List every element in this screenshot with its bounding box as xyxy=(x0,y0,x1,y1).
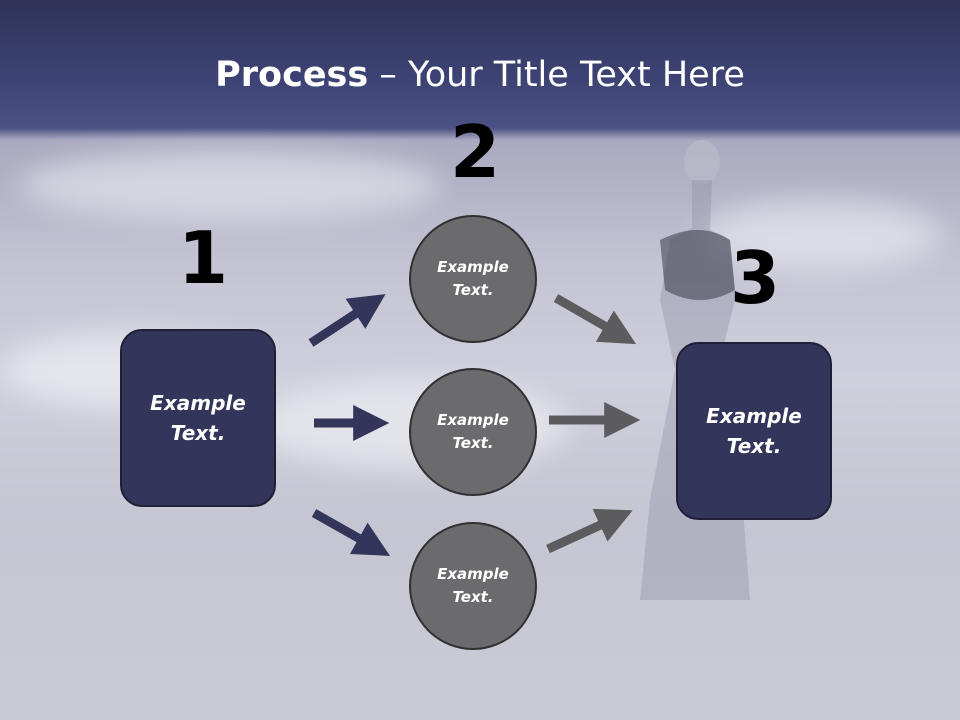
step-number-3: 3 xyxy=(730,236,781,320)
circle-top-text: Example Text. xyxy=(437,258,509,299)
circle-middle[interactable]: Example Text. xyxy=(409,368,537,496)
left-box-text: Example Text. xyxy=(150,391,246,445)
circle-bottom-text: Example Text. xyxy=(437,565,509,606)
circle-middle-text: Example Text. xyxy=(437,411,509,452)
step-number-1: 1 xyxy=(178,216,229,300)
cloud xyxy=(700,200,940,270)
left-box[interactable]: Example Text. xyxy=(120,329,276,507)
arrow-from-bottom-circle xyxy=(546,508,633,554)
step-number-2: 2 xyxy=(450,110,501,194)
cloud xyxy=(20,150,440,220)
title-bold: Process xyxy=(215,55,369,95)
right-box[interactable]: Example Text. xyxy=(676,342,832,520)
arrow-to-bottom-circle xyxy=(311,509,391,556)
title-rest: – Your Title Text Here xyxy=(368,55,745,95)
arrow-to-top-circle xyxy=(308,294,386,347)
circle-bottom[interactable]: Example Text. xyxy=(409,522,537,650)
right-box-text: Example Text. xyxy=(706,404,802,458)
arrow-from-top-circle xyxy=(553,294,637,345)
slide-title: Process – Your Title Text Here xyxy=(0,52,960,98)
circle-top[interactable]: Example Text. xyxy=(409,215,537,343)
